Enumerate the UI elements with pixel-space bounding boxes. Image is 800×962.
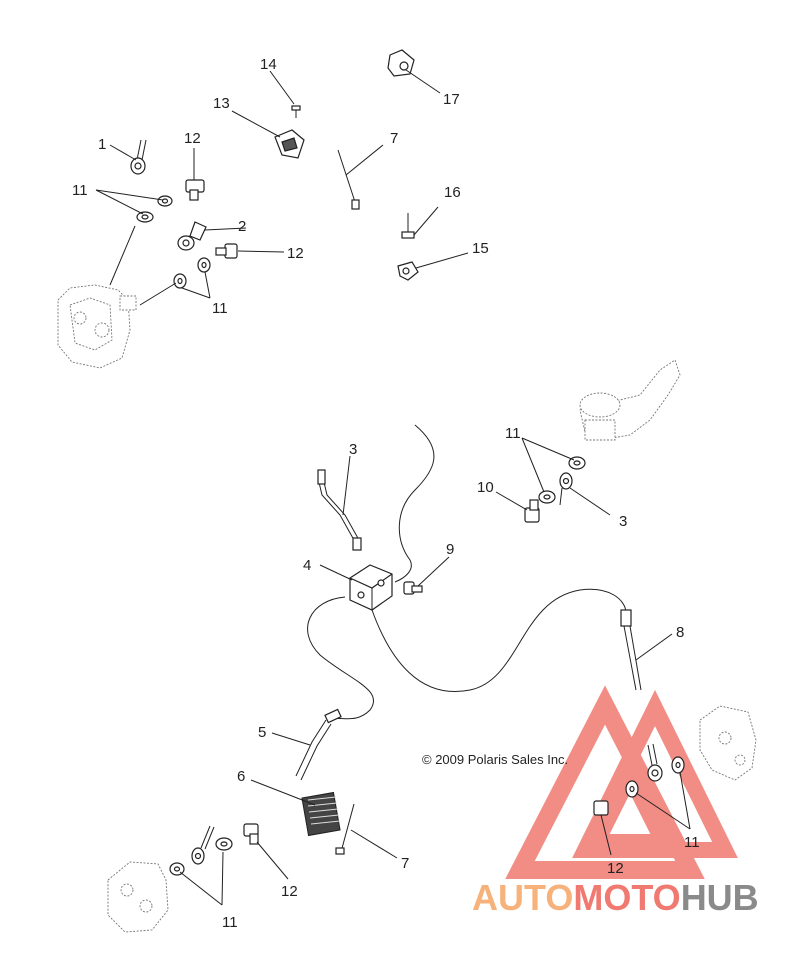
clamp-17: [387, 49, 415, 77]
brake-hose-3: [317, 469, 362, 551]
junction-block-4: [349, 564, 393, 611]
logo-text-hub: HUB: [681, 877, 759, 918]
callout-15: 15: [472, 240, 489, 257]
callout-4: 4: [303, 557, 311, 574]
brake-lines: [307, 424, 627, 721]
logo-text-auto: AUTO: [472, 877, 573, 918]
callout-6: 6: [237, 768, 245, 785]
callout-2: 2: [238, 218, 246, 235]
washers-11-lower: [173, 257, 211, 289]
logo-text-moto: MOTO: [573, 877, 680, 918]
callout-12: 12: [281, 883, 298, 900]
callout-5: 5: [258, 724, 266, 741]
automotohub-logo: [505, 685, 738, 879]
banjo-3-master: [559, 472, 573, 506]
callout-16: 16: [444, 184, 461, 201]
callout-13: 13: [213, 95, 230, 112]
clip-15: [397, 261, 419, 281]
banjo-lower-right: [593, 743, 685, 816]
automotohub-wordmark: AUTOMOTOHUB: [472, 877, 759, 918]
callout-12: 12: [184, 130, 201, 147]
copyright-notice: © 2009 Polaris Sales Inc.: [422, 752, 568, 767]
bolt-12-upper: [185, 179, 205, 201]
callout-12: 12: [287, 245, 304, 262]
bolt-9: [403, 581, 423, 595]
clip-13: [274, 129, 305, 159]
brake-hose-5: [295, 708, 342, 781]
leader-lines: [95, 69, 691, 906]
svg-text:AUTOMOTOHUB: AUTOMOTOHUB: [472, 877, 759, 918]
rear-left-caliper: [107, 861, 169, 933]
callout-10: 10: [477, 479, 494, 496]
master-cylinder: [579, 359, 681, 441]
screw-14: [291, 105, 301, 118]
callout-7: 7: [401, 855, 409, 872]
callout-11: 11: [72, 182, 88, 199]
callout-7: 7: [390, 130, 398, 147]
callout-11: 11: [684, 834, 700, 851]
banjo-bolt-1: [130, 139, 147, 175]
callout-1: 1: [98, 136, 106, 153]
bolt-12-lower-left: [243, 823, 259, 845]
callout-9: 9: [446, 541, 454, 558]
callout-8: 8: [676, 624, 684, 641]
washers-11-upper: [136, 195, 173, 223]
callout-labels: 1 11 12 13 14 17 7 2 12 11 16 15 3 11 10…: [72, 56, 700, 931]
banjo-fitting-2: [177, 221, 207, 251]
cable-tie-7-upper: [337, 149, 360, 210]
cable-tie-7-lower: [335, 803, 355, 855]
bolt-10: [524, 499, 540, 523]
callout-17: 17: [443, 91, 460, 108]
front-left-caliper: [57, 284, 137, 369]
callout-11: 11: [505, 425, 521, 442]
callout-12: 12: [607, 860, 624, 877]
bolt-12-middle: [215, 243, 238, 259]
callout-11: 11: [222, 914, 238, 931]
callout-14: 14: [260, 56, 277, 73]
callout-3: 3: [619, 513, 627, 530]
rear-right-caliper: [699, 705, 757, 781]
callout-3: 3: [349, 441, 357, 458]
brake-hose-8: [620, 609, 642, 691]
spring-6: [301, 791, 341, 837]
callout-11: 11: [212, 300, 228, 317]
rivet-16: [401, 213, 415, 239]
